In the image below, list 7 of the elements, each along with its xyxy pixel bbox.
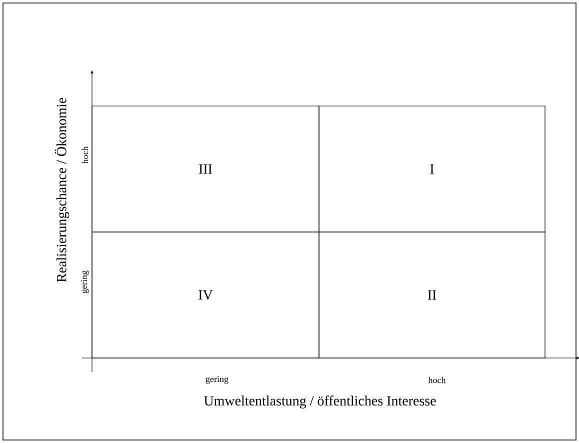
axis-title: Umweltentlastung / öffentliches Interesse [204, 396, 436, 408]
quadrant-box: I [318, 106, 546, 232]
axis-title: Realisierungschance / Ökonomie [54, 98, 70, 282]
quadrant-box: III [92, 106, 320, 232]
axis-tick-label: gering [206, 376, 228, 384]
quadrant-box: IV [92, 232, 320, 358]
quadrant-box: II [318, 232, 546, 358]
